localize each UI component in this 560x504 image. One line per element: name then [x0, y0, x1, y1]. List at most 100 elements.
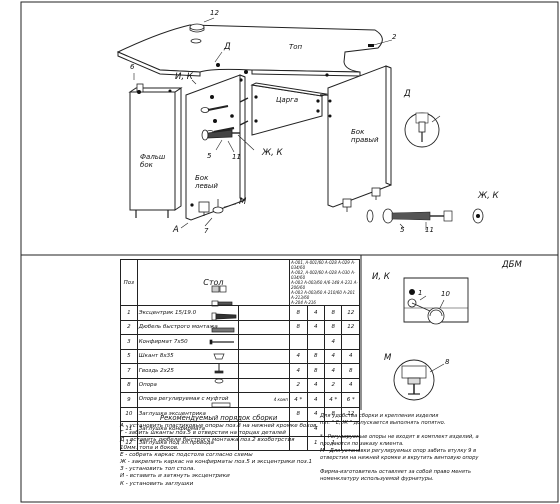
label-false-side: Фальш бок: [140, 153, 166, 169]
label-part-1: 1: [418, 289, 423, 297]
row-qty: 8: [341, 363, 360, 379]
row-qty: 8: [323, 406, 343, 422]
label-zhk-main: Ж, К: [262, 148, 283, 158]
table-row: 3 Конфирмат 7x50 4: [120, 334, 360, 350]
row-name: Конфирмат 7x50: [136, 334, 239, 350]
label-ik-detail: И, К: [372, 272, 390, 282]
note-line: Фирма-изготовитель оставляет за собой пр…: [320, 469, 472, 475]
row-qty: [341, 435, 360, 451]
table-row: 2 Дюбель быстрого монтажа 8 4 8 12: [120, 319, 360, 335]
grommet-part: [189, 23, 205, 31]
row-qty: [289, 334, 308, 350]
row-name: Опора регулируемая с муфтой: [136, 392, 239, 408]
row-pos: 8: [120, 377, 138, 393]
assembly-step: Г - забить шканты поз.5 в отверстия на т…: [120, 430, 286, 437]
front-confirmat: [201, 129, 240, 141]
row-pos: 2: [120, 319, 138, 335]
label-m-detail: М: [384, 353, 392, 363]
row-image: [237, 305, 291, 321]
row-name: Эксцентрик 15/19.0: [136, 305, 239, 321]
note-line: Для удобства сборки и крепления изделия: [320, 413, 439, 419]
label-d-top: Д: [224, 42, 231, 52]
row-qty: 4: [323, 363, 343, 379]
label-right-side: Бок правый: [351, 128, 379, 144]
cable-hole: [190, 38, 202, 44]
row-qty: 1: [323, 435, 343, 451]
row-image: [237, 363, 291, 379]
note-line: п.п. " Е, Ж " допускается выполнять попя…: [320, 420, 446, 426]
header-code-line: A-003 A-003/60 A/6-148 A-231 A-206/60: [291, 280, 358, 290]
label-ik-top: И, К: [175, 72, 193, 82]
row-name: Заглушка под эл.провода: [136, 435, 239, 451]
note-line: М - Для установки регулируемых опор заби…: [320, 448, 477, 454]
notes-right: Для удобства сборки и крепления изделия …: [320, 413, 479, 483]
row-qty: 8: [289, 305, 308, 321]
assembly-step: И - вставить и затянуть эксцентрики: [120, 473, 230, 480]
row-pos: 7: [120, 363, 138, 379]
table-row: 5 Шкант 8x35 4 8 4 4: [120, 348, 360, 364]
assembly-step: З - установить топ стола.: [120, 466, 196, 473]
row-qty: 8: [323, 305, 343, 321]
row-qty: 8: [289, 406, 308, 422]
label-zhk-detail: Ж, К: [478, 191, 499, 201]
label-part-6: 6: [130, 63, 135, 71]
assembly-step: К - установить заглушки: [120, 480, 194, 487]
row-qty: 4: [306, 305, 325, 321]
row-qty: 4: [306, 377, 325, 393]
row-qty: 4: [306, 319, 325, 335]
row-name: Дюбель быстрого монтажа: [136, 319, 239, 335]
left-foot: [198, 199, 224, 216]
label-part-5-detail: 5: [400, 226, 405, 234]
row-qty: 12: [341, 305, 360, 321]
assembly-step: Д - вставить дюбели быстрого монтажа поз…: [120, 437, 295, 444]
right-feet: [342, 187, 381, 212]
label-part-11-detail: 11: [425, 226, 434, 234]
row-pos: 5: [120, 348, 138, 364]
assembly-step: А - установить пластиковые опоры поз.8 н…: [120, 423, 319, 429]
rail-fasteners: [254, 95, 320, 123]
header-code-line: A-003 A-003/60 A-210/60 A-201 A-213/60: [291, 290, 355, 300]
label-part-10: 10: [441, 290, 450, 298]
row-extra: 4 комп: [273, 397, 289, 403]
note-line: номенклатуру используемой фурнитуры.: [320, 476, 434, 482]
row-qty: 4: [306, 392, 325, 408]
row-image: [237, 334, 291, 350]
row-qty: 12: [341, 319, 360, 335]
row-qty: 6 *: [341, 392, 360, 408]
header-codes: A-001, A-001/60 A-028 A-029 A-034/60 A-0…: [289, 259, 360, 306]
row-image: [237, 319, 291, 335]
label-part-8: 8: [445, 358, 450, 366]
label-a-main: А: [173, 225, 179, 235]
row-qty: 4: [289, 348, 308, 364]
left-side-panel: [185, 74, 246, 221]
parts-table: Поз Стол A-001, A-001/60 A-028 A-029 A-0…: [120, 259, 360, 451]
note-line: [320, 427, 479, 434]
top-dowels: [216, 63, 329, 77]
row-qty: 4 *: [323, 392, 343, 408]
row-qty: 8: [323, 319, 343, 335]
row-pos: 3: [120, 334, 138, 350]
assembly-steps: А - установить пластиковые опоры поз.8 н…: [120, 423, 318, 488]
row-qty: 4: [323, 348, 343, 364]
detail-zhk-callout: [366, 208, 484, 230]
header-name: Стол: [136, 259, 291, 306]
label-part-11: 11: [232, 153, 241, 161]
row-qty: [341, 334, 360, 350]
row-name: Опора: [136, 377, 239, 393]
rail-panel: [250, 82, 328, 136]
label-dbm: ДБМ: [502, 260, 522, 270]
header-code-line: A-204 A-216: [291, 300, 316, 305]
label-part-2: 2: [392, 33, 397, 41]
header-code-line: A-001, A-001/60 A-028 A-029 A-034/60: [291, 260, 356, 271]
row-qty: 4: [341, 348, 360, 364]
label-part-7: 7: [204, 227, 209, 235]
label-rail: Царга: [276, 96, 299, 104]
row-qty: 4: [289, 363, 308, 379]
table-row: 12 Заглушка под эл.провода 1 1: [120, 435, 360, 451]
table-row: 1 Эксцентрик 15/19.0 8 4 8 12: [120, 305, 360, 321]
note-line: [320, 462, 479, 469]
row-qty: [306, 334, 325, 350]
note-line: отверстия на нижней кромке и вкрутить ви…: [320, 455, 479, 461]
detail-d-callout: [404, 112, 441, 148]
row-image: 4 комп: [237, 392, 291, 408]
